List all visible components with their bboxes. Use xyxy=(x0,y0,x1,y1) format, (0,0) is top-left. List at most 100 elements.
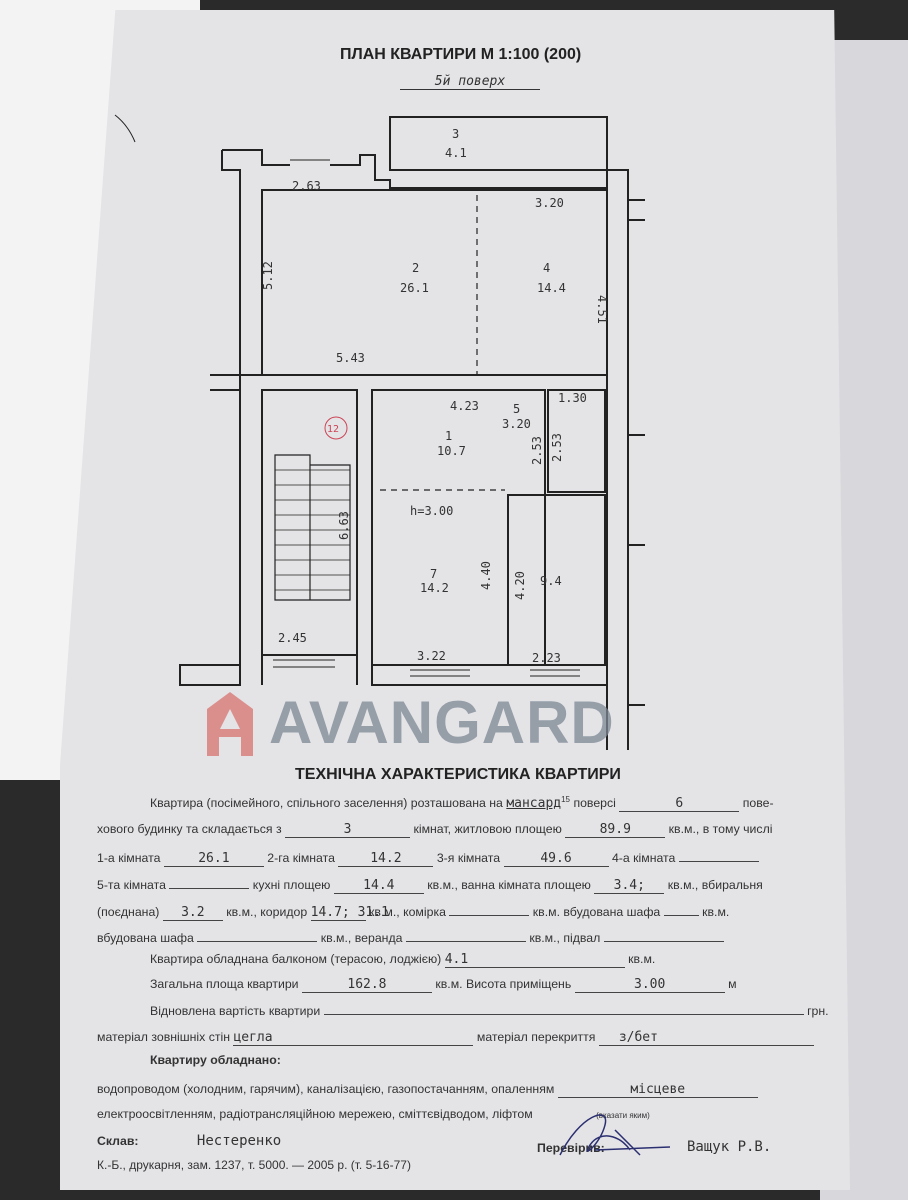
stair-outline xyxy=(261,389,358,656)
dim: 4.40 xyxy=(479,561,493,590)
avangard-logo-icon xyxy=(205,690,255,756)
room2-value: 14.2 xyxy=(338,851,434,867)
dim: 5.12 xyxy=(261,261,275,290)
form-title: ТЕХНІЧНА ХАРАКТЕРИСТИКА КВАРТИРИ xyxy=(295,766,621,783)
dim: 2.23 xyxy=(532,651,561,665)
label: Квартира обладнана балконом (терасою, ло… xyxy=(150,952,442,966)
height-value: 3.00 xyxy=(574,977,725,993)
floor-plan: 3 4.1 2 26.1 4 14.4 1 10.7 5 3.20 7 14.2… xyxy=(114,114,645,750)
form-row-corridor: (поєднана) 3.2 кв.м., коридор 14.7; 31.1… xyxy=(97,903,857,921)
label: пове- xyxy=(742,796,774,811)
dim: 2.63 xyxy=(292,179,321,193)
floor-note: 5й поверх xyxy=(400,74,540,90)
dim: 3.20 xyxy=(535,196,564,210)
label: кімнат, житловою площею xyxy=(413,822,562,836)
veranda-value xyxy=(405,929,526,942)
label: 3-я кімната xyxy=(436,851,501,865)
document-page xyxy=(60,10,850,1190)
room-6-area: 9.4 xyxy=(540,574,562,588)
toilet-value: 3.2 xyxy=(162,905,223,921)
room-4-number: 4 xyxy=(543,261,550,275)
form-row-location: Квартира (посімейного, спільного заселен… xyxy=(150,795,908,813)
label: 2-га кімната xyxy=(267,851,335,865)
storage-value xyxy=(449,903,530,916)
room-4-area: 14.4 xyxy=(537,281,566,295)
label: поверсі xyxy=(573,796,616,811)
dim: 4.23 xyxy=(450,399,479,413)
plan-title: ПЛАН КВАРТИРИ М 1:100 (200) xyxy=(340,46,582,63)
form-row-signatures: Склав: Нестеренко Перевірив: Ващук Р.В. xyxy=(97,1133,857,1155)
label: кв.м., вбиральня xyxy=(667,878,763,892)
living-area-value: 89.9 xyxy=(565,822,666,838)
room-1-number: 1 xyxy=(445,429,452,443)
room-1-7-outline xyxy=(371,389,546,666)
label: кв.м., веранда xyxy=(320,931,403,945)
basement-value xyxy=(603,929,724,942)
dim: 2.53 xyxy=(530,436,544,465)
room-5-number: 5 xyxy=(513,402,520,416)
label: кв.м. xyxy=(628,952,656,966)
label: кв.м. Висота приміщень xyxy=(435,977,572,991)
wardrobe-value xyxy=(663,903,699,916)
balcony-outline xyxy=(389,116,608,171)
form-row-cost: Відновлена вартість квартири грн. xyxy=(150,1002,908,1018)
form-row-total: Загальна площа квартири 162.8 кв.м. Висо… xyxy=(150,977,908,993)
bath-value: 3.4; xyxy=(594,878,665,894)
rooms-count-value: 3 xyxy=(285,822,411,838)
room-7-area: 14.2 xyxy=(420,581,449,595)
label: кв.м., ванна кімната площею xyxy=(427,878,591,892)
walls-value: цегла xyxy=(233,1030,474,1046)
label: матеріал перекриття xyxy=(476,1030,596,1044)
floors-value: з/бет xyxy=(598,1030,814,1046)
room-5-area: 3.20 xyxy=(502,417,531,431)
compiled-by-signature: Нестеренко xyxy=(196,1133,282,1149)
label: м xyxy=(728,977,737,991)
room-3-number: 3 xyxy=(452,127,459,141)
heating-value: місцеве xyxy=(557,1082,758,1098)
stamp-circle xyxy=(324,416,348,440)
watermark-text: AVANGARD xyxy=(269,689,615,756)
label: Відновлена вартість квартири xyxy=(150,1004,321,1018)
form-row-equipment-1: водопроводом (холодним, гарячим), каналі… xyxy=(97,1082,857,1098)
dim: 2.45 xyxy=(278,631,307,645)
form-row-room-areas: 1-а кімната 26.1 2-га кімната 14.2 3-я к… xyxy=(97,849,857,867)
room3-value: 49.6 xyxy=(503,851,609,867)
floor-value: 6 xyxy=(619,796,740,813)
room-5-outline xyxy=(547,389,606,493)
room5-value xyxy=(169,876,250,889)
equipped-title: Квартиру обладнано: xyxy=(150,1053,281,1067)
floor-type-value: мансард xyxy=(506,796,562,812)
label: вбудована шафа xyxy=(97,931,194,945)
room-3-area: 4.1 xyxy=(445,146,467,160)
form-row-kitchen: 5-та кімната кухні площею 14.4 кв.м., ва… xyxy=(97,876,857,894)
dim: 5.43 xyxy=(336,351,365,365)
watermark: AVANGARD xyxy=(205,690,615,756)
label: кухні площею xyxy=(252,878,331,892)
room-6-outline xyxy=(507,494,606,666)
label: кв.м., підвал xyxy=(529,931,601,945)
signature-scribble xyxy=(559,1114,671,1156)
label: електроосвітленням, радіотрансляційною м… xyxy=(97,1107,533,1121)
corridor-value: 14.7; 31.1 xyxy=(310,905,389,921)
room-2-number: 2 xyxy=(412,261,419,275)
form-row-balcony: Квартира обладнана балконом (терасою, ло… xyxy=(150,952,908,968)
form-row-equipment-2: електроосвітленням, радіотрансляційною м… xyxy=(97,1107,857,1121)
dim: 3.22 xyxy=(417,649,446,663)
label: кв.м., в тому числі xyxy=(668,822,773,836)
room4-value xyxy=(678,849,759,862)
room-1-area: 10.7 xyxy=(437,444,466,458)
label: 4-а кімната xyxy=(611,851,676,865)
stamp-number: 12 xyxy=(327,424,339,435)
room-2-area: 26.1 xyxy=(400,281,429,295)
dim: 4.20 xyxy=(513,571,527,600)
form-row-veranda: вбудована шафа кв.м., веранда кв.м., під… xyxy=(97,929,857,945)
label: кв.м. вбудована шафа xyxy=(532,905,661,919)
label: кв.м., комірка xyxy=(369,905,446,919)
dim: 4.51 xyxy=(595,295,609,324)
label: 5-та кімната xyxy=(97,878,166,892)
label: кв.м., коридор xyxy=(226,905,308,919)
hint: (вказати яким) xyxy=(596,1111,650,1120)
printer-info: К.-Б., друкарня, зам. 1237, т. 5000. — 2… xyxy=(97,1158,411,1172)
cost-value xyxy=(323,1002,804,1015)
dim: 1.30 xyxy=(558,391,587,405)
